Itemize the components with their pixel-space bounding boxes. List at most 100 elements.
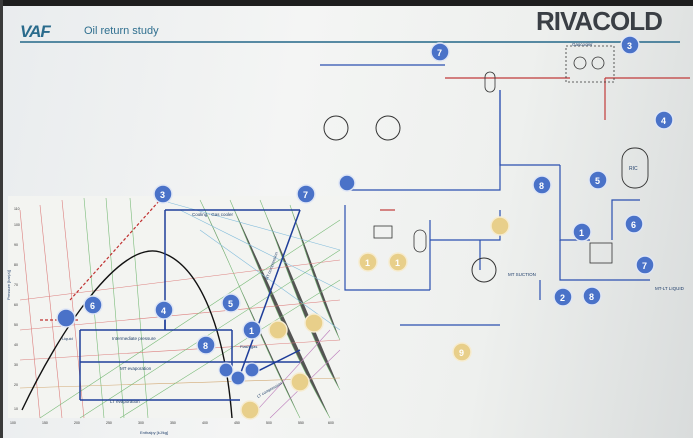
x-tick: 350 (170, 421, 176, 425)
x-tick: 600 (328, 421, 334, 425)
pin-8[interactable]: 8 (532, 175, 552, 195)
receiver-label: RIC (629, 166, 638, 172)
vaf-logo: VAF (20, 22, 51, 41)
y-tick: 90 (14, 243, 18, 247)
ph-diagram: Cooling - Gas cooler Intermediate pressu… (6, 196, 341, 435)
pin-7-right[interactable]: 7 (635, 255, 655, 275)
pin-ph-4[interactable]: 4 (154, 300, 174, 320)
label-intermediate: Intermediate pressure (112, 336, 156, 341)
x-tick: 500 (266, 421, 272, 425)
svg-text:9: 9 (459, 348, 464, 358)
svg-text:1: 1 (365, 258, 370, 268)
svg-text:3: 3 (160, 190, 165, 200)
x-tick: 100 (10, 421, 16, 425)
left-frame (0, 0, 3, 438)
receiver-tank (621, 147, 649, 189)
gascooler-box (565, 45, 615, 83)
svg-text:6: 6 (631, 220, 636, 230)
pin-ph-yellow-d[interactable] (240, 400, 260, 420)
plant-schematic: Gascooler RIC MT SUCTION MT-LT LIQUID (320, 42, 690, 326)
pin-ph-7[interactable]: 7 (296, 184, 316, 204)
marker-pins: 7 3 4 5 8 6 1 7 2 8 1 1 9 3 7 6 4 5 1 8 (56, 35, 674, 420)
label-lt-evap: LT evaporation (110, 399, 140, 404)
y-tick: 50 (14, 323, 18, 327)
saturation-dome (21, 250, 233, 419)
label-mt-evap: MT evaporation (120, 366, 152, 371)
pin-ph-liquid[interactable] (56, 308, 76, 328)
x-tick: 400 (202, 421, 208, 425)
y-tick: 30 (14, 363, 18, 367)
x-tick: 450 (234, 421, 240, 425)
svg-text:4: 4 (661, 116, 666, 126)
svg-text:7: 7 (437, 48, 442, 58)
svg-text:1: 1 (579, 228, 584, 238)
y-tick: 70 (14, 283, 18, 287)
svg-text:8: 8 (589, 292, 594, 302)
pin-ph-yellow-b[interactable] (304, 313, 324, 333)
gascooler-label: Gascooler (572, 42, 593, 47)
pin-6[interactable]: 6 (624, 214, 644, 234)
y-tick: 100 (14, 223, 20, 227)
pin-8-suction[interactable]: 8 (582, 286, 602, 306)
pin-ph-cluster-c[interactable] (244, 362, 260, 378)
pin-4[interactable]: 4 (654, 110, 674, 130)
svg-text:7: 7 (303, 190, 308, 200)
label-liquid: Liquid (62, 336, 73, 341)
pin-7-top[interactable]: 7 (430, 42, 450, 62)
pin-ph-5[interactable]: 5 (221, 293, 241, 313)
svg-text:3: 3 (627, 41, 632, 51)
y-tick: 110 (14, 207, 20, 211)
x-axis-label: Enthalpy [kJ/kg] (140, 430, 168, 435)
title-divider (20, 41, 680, 43)
svg-text:8: 8 (539, 181, 544, 191)
svg-text:6: 6 (90, 301, 95, 311)
pin-ph-6[interactable]: 6 (83, 295, 103, 315)
svg-text:4: 4 (161, 306, 166, 316)
pin-ph-cluster-a[interactable] (218, 362, 234, 378)
compressor-1 (323, 115, 349, 141)
pin-yellow-1[interactable]: 1 (358, 252, 378, 272)
ph-plot-area (8, 196, 340, 418)
top-frame (0, 0, 693, 6)
pin-yellow-1b[interactable]: 1 (388, 252, 408, 272)
y-tick: 40 (14, 343, 18, 347)
pin-1-schematic[interactable]: 1 (572, 222, 592, 242)
y-tick: 20 (14, 383, 18, 387)
slide-title: Oil return study (84, 25, 159, 37)
svg-text:7: 7 (642, 261, 647, 271)
svg-text:1: 1 (249, 326, 254, 336)
compressor-2 (375, 115, 401, 141)
rivacold-logo: RIVACOLD (536, 6, 663, 36)
pin-ph-8[interactable]: 8 (196, 335, 216, 355)
pin-ph-1[interactable]: 1 (242, 320, 262, 340)
svg-text:1: 1 (395, 258, 400, 268)
x-tick: 300 (138, 421, 144, 425)
compressor-3 (471, 257, 497, 283)
pin-2-suction[interactable]: 2 (553, 287, 573, 307)
liquid-label: MT-LT LIQUID (655, 286, 685, 291)
y-tick: 10 (14, 407, 18, 411)
x-tick: 550 (298, 421, 304, 425)
pin-ph-yellow-c[interactable] (290, 372, 310, 392)
label-flash-gas: Flash gas (240, 344, 257, 349)
y-tick: 60 (14, 303, 18, 307)
x-tick: 200 (74, 421, 80, 425)
label-cooling: Cooling - Gas cooler (192, 212, 234, 217)
svg-text:8: 8 (203, 341, 208, 351)
pin-ph-cluster-b[interactable] (230, 370, 246, 386)
pin-3[interactable]: 3 (620, 35, 640, 55)
y-axis-label: Pressure [bar(a)] (6, 270, 11, 300)
pin-5-receiver[interactable]: 5 (588, 170, 608, 190)
pin-yellow-top[interactable] (490, 216, 510, 236)
pin-valve[interactable] (338, 174, 356, 192)
svg-text:2: 2 (560, 293, 565, 303)
y-tick: 80 (14, 263, 18, 267)
pin-yellow-9[interactable]: 9 (452, 342, 472, 362)
x-tick: 250 (106, 421, 112, 425)
pin-ph-yellow-a[interactable] (268, 320, 288, 340)
svg-text:5: 5 (595, 176, 600, 186)
pin-ph-3[interactable]: 3 (153, 184, 173, 204)
x-tick: 150 (42, 421, 48, 425)
